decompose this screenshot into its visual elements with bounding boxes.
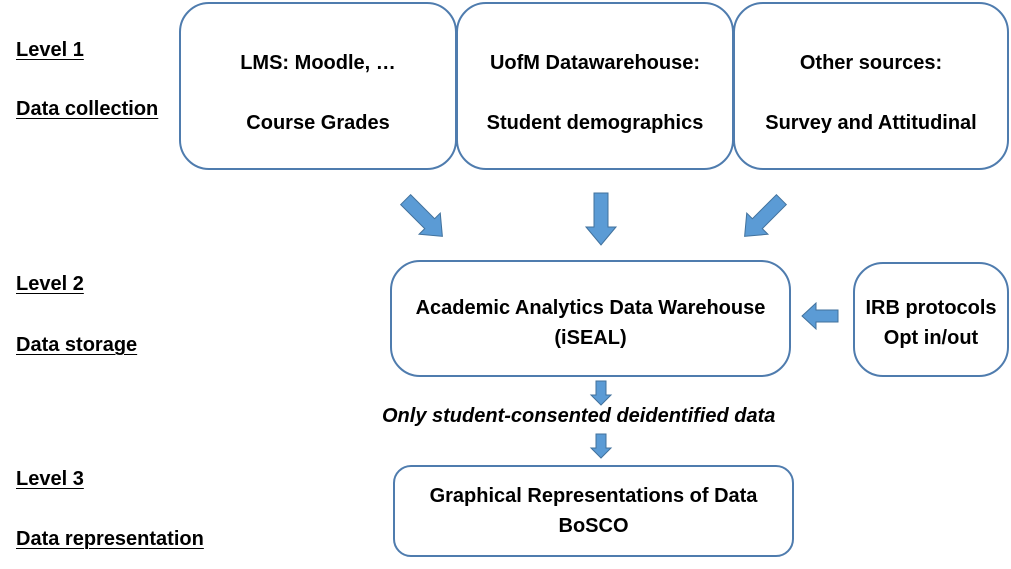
arrow-left-icon [801, 301, 839, 331]
warehouse-line-2: (iSEAL) [554, 327, 627, 349]
source-title-datawarehouse: UofM Datawarehouse: [489, 52, 701, 74]
source-box-datawarehouse: UofM Datawarehouse: Student demographics [456, 2, 734, 170]
warehouse-box: Academic Analytics Data Warehouse (iSEAL… [390, 260, 791, 377]
level-1-label: Level 1 [16, 39, 84, 61]
arrow-down-icon [584, 192, 618, 246]
level-2-label: Level 2 [16, 273, 84, 295]
arrow-down-right-icon [399, 193, 443, 237]
arrow-down-small-icon-1 [589, 380, 613, 406]
source-detail-datawarehouse: Student demographics [486, 112, 704, 134]
level-1-name: Data collection [16, 98, 159, 120]
level-3-name: Data representation [16, 528, 204, 550]
representation-line-2: BoSCO [558, 515, 629, 537]
warehouse-line-1: Academic Analytics Data Warehouse [415, 297, 766, 319]
filter-caption: Only student-consented deidentified data [382, 405, 776, 427]
source-title-lms: LMS: Moodle, … [240, 52, 396, 74]
source-title-other: Other sources: [799, 52, 943, 74]
arrow-down-left-icon [744, 193, 788, 237]
source-box-other: Other sources: Survey and Attitudinal [733, 2, 1009, 170]
representation-box: Graphical Representations of Data BoSCO [393, 465, 794, 557]
irb-line-2: Opt in/out [883, 327, 979, 349]
representation-line-1: Graphical Representations of Data [429, 485, 758, 507]
irb-line-1: IRB protocols [865, 297, 997, 319]
source-detail-lms: Course Grades [246, 112, 390, 134]
arrow-down-small-icon-2 [589, 433, 613, 459]
level-2-name: Data storage [16, 334, 138, 356]
level-3-label: Level 3 [16, 468, 84, 490]
irb-box: IRB protocols Opt in/out [853, 262, 1009, 377]
source-detail-other: Survey and Attitudinal [765, 112, 977, 134]
